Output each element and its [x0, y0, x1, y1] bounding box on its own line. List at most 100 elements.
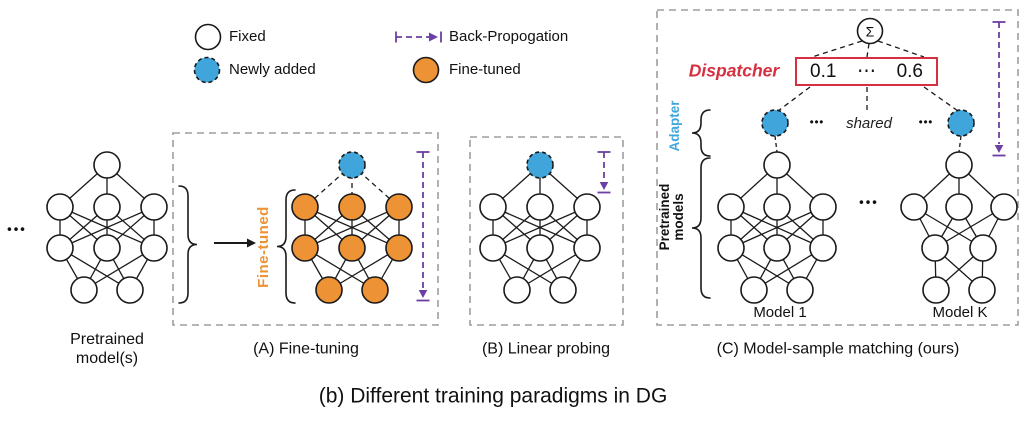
finetune-network-node	[338, 193, 366, 221]
linear-probe-network-node	[479, 234, 507, 262]
model-1-network-node	[763, 193, 791, 221]
linear-probe-network-node	[573, 193, 601, 221]
model-1-network-node	[786, 276, 814, 304]
panel-c-label: (C) Model-sample matching (ours)	[716, 340, 960, 358]
model-k-label: Model K	[932, 304, 988, 322]
legend-backprop-label: Back-Propogation	[449, 28, 569, 46]
pretrained-models-label-line1: Pretrained	[70, 331, 144, 349]
pretrained-models-label-line2: model(s)	[75, 350, 139, 367]
panel-b-label: (B) Linear probing	[481, 340, 611, 358]
backprop-arrowhead	[599, 182, 609, 190]
pretrained-network-edge	[59, 206, 155, 249]
finetune-network-node	[338, 234, 366, 262]
adapter-node-right	[947, 109, 975, 137]
dispatcher-link	[777, 86, 811, 112]
dispatcher-weight-k: 0.6	[896, 60, 923, 82]
legend-fine-tuned-label: Fine-tuned	[449, 61, 521, 79]
finetune-network-node	[315, 276, 343, 304]
finetune-network-node	[385, 234, 413, 262]
linear-probe-network-node	[503, 276, 531, 304]
pretrained-network-node	[46, 234, 74, 262]
legend-fixed-label: Fixed	[229, 28, 266, 46]
dispatcher-weight-1: 0.1	[810, 60, 837, 82]
dispatcher-link	[923, 86, 959, 112]
finetune-network-edge	[304, 206, 400, 249]
arrowhead	[247, 238, 256, 248]
pretrained-network-node	[93, 234, 121, 262]
brace	[691, 109, 711, 157]
backprop-arrowhead	[418, 290, 428, 298]
more-models-ellipsis: •••	[7, 221, 27, 237]
panel-a-box	[172, 132, 439, 326]
sum-link	[811, 40, 863, 58]
linear-probe-network-node	[526, 234, 554, 262]
pretrained-vertical-line2: models	[671, 193, 686, 241]
pretrained-network-node	[140, 193, 168, 221]
finetune-network-node	[338, 151, 366, 179]
pretrained-vertical-line1: Pretrained	[657, 183, 672, 251]
model-1-network-node	[763, 234, 791, 262]
adapter-link	[774, 135, 778, 153]
adapters-ellipsis-left: •••	[809, 116, 825, 129]
fine-tuned-vertical-label: Fine-tuned	[255, 206, 273, 288]
pretrained-network-node	[93, 193, 121, 221]
model-1-label: Model 1	[753, 304, 807, 322]
model-k-network-node	[945, 151, 973, 179]
pretrained-network-node	[46, 193, 74, 221]
linear-probe-network-node	[549, 276, 577, 304]
shared-label: shared	[846, 115, 892, 133]
models-ellipsis: •••	[859, 194, 879, 210]
pretrained-network-node	[93, 151, 121, 179]
panel-a-label: (A) Fine-tuning	[253, 340, 359, 358]
linear-probe-network-node	[573, 234, 601, 262]
sum-link	[866, 43, 870, 58]
pretrained-network-node	[140, 234, 168, 262]
linear-probe-network-edge	[492, 206, 588, 249]
model-k-network-node	[968, 276, 996, 304]
sum-link	[877, 40, 925, 58]
linear-probe-network-node	[526, 151, 554, 179]
model-k-network-node	[900, 193, 928, 221]
adapter-label: Adapter	[667, 100, 683, 152]
finetune-network-node	[385, 193, 413, 221]
legend-fixed-icon	[194, 23, 222, 51]
brace	[691, 157, 711, 299]
panel-c-box	[656, 9, 1019, 326]
pretrained-network-node	[70, 276, 98, 304]
dispatcher-label: Dispatcher	[688, 60, 780, 81]
finetune-network-node	[291, 193, 319, 221]
brace	[276, 189, 296, 304]
brace	[178, 185, 198, 304]
sum-symbol: Σ	[865, 23, 875, 40]
figure-caption: (b) Different training paradigms in DG	[318, 384, 668, 408]
model-1-network-node	[740, 276, 768, 304]
legend-newly-added-icon	[193, 56, 221, 84]
sum-node	[856, 17, 884, 45]
dispatcher-weights-box: 0.1 ⋯ 0.6	[795, 57, 938, 86]
model-k-network-node	[990, 193, 1018, 221]
legend-newly-added-label: Newly added	[229, 61, 316, 79]
finetune-network-node	[361, 276, 389, 304]
legend-fine-tuned-icon	[412, 56, 440, 84]
model-1-network-node	[717, 234, 745, 262]
model-k-network-node	[945, 193, 973, 221]
model-1-network-node	[809, 193, 837, 221]
backprop-arrowhead	[994, 145, 1004, 153]
model-1-network-node	[717, 193, 745, 221]
pretrained-models-vertical-label: Pretrained models	[657, 183, 686, 251]
model-k-network-node	[922, 276, 950, 304]
model-1-network-edge	[730, 206, 824, 249]
adapters-ellipsis-right: •••	[918, 116, 934, 129]
linear-probe-network-node	[479, 193, 507, 221]
pretrained-models-label: Pretrained model(s)	[70, 331, 144, 369]
linear-probe-network-node	[526, 193, 554, 221]
pretrained-network-node	[116, 276, 144, 304]
model-1-network-node	[809, 234, 837, 262]
panel-b-box	[469, 136, 624, 326]
arrowhead	[429, 32, 438, 42]
adapter-node-left	[761, 109, 789, 137]
finetune-network-node	[291, 234, 319, 262]
dispatcher-weight-ellipsis: ⋯	[857, 61, 876, 82]
